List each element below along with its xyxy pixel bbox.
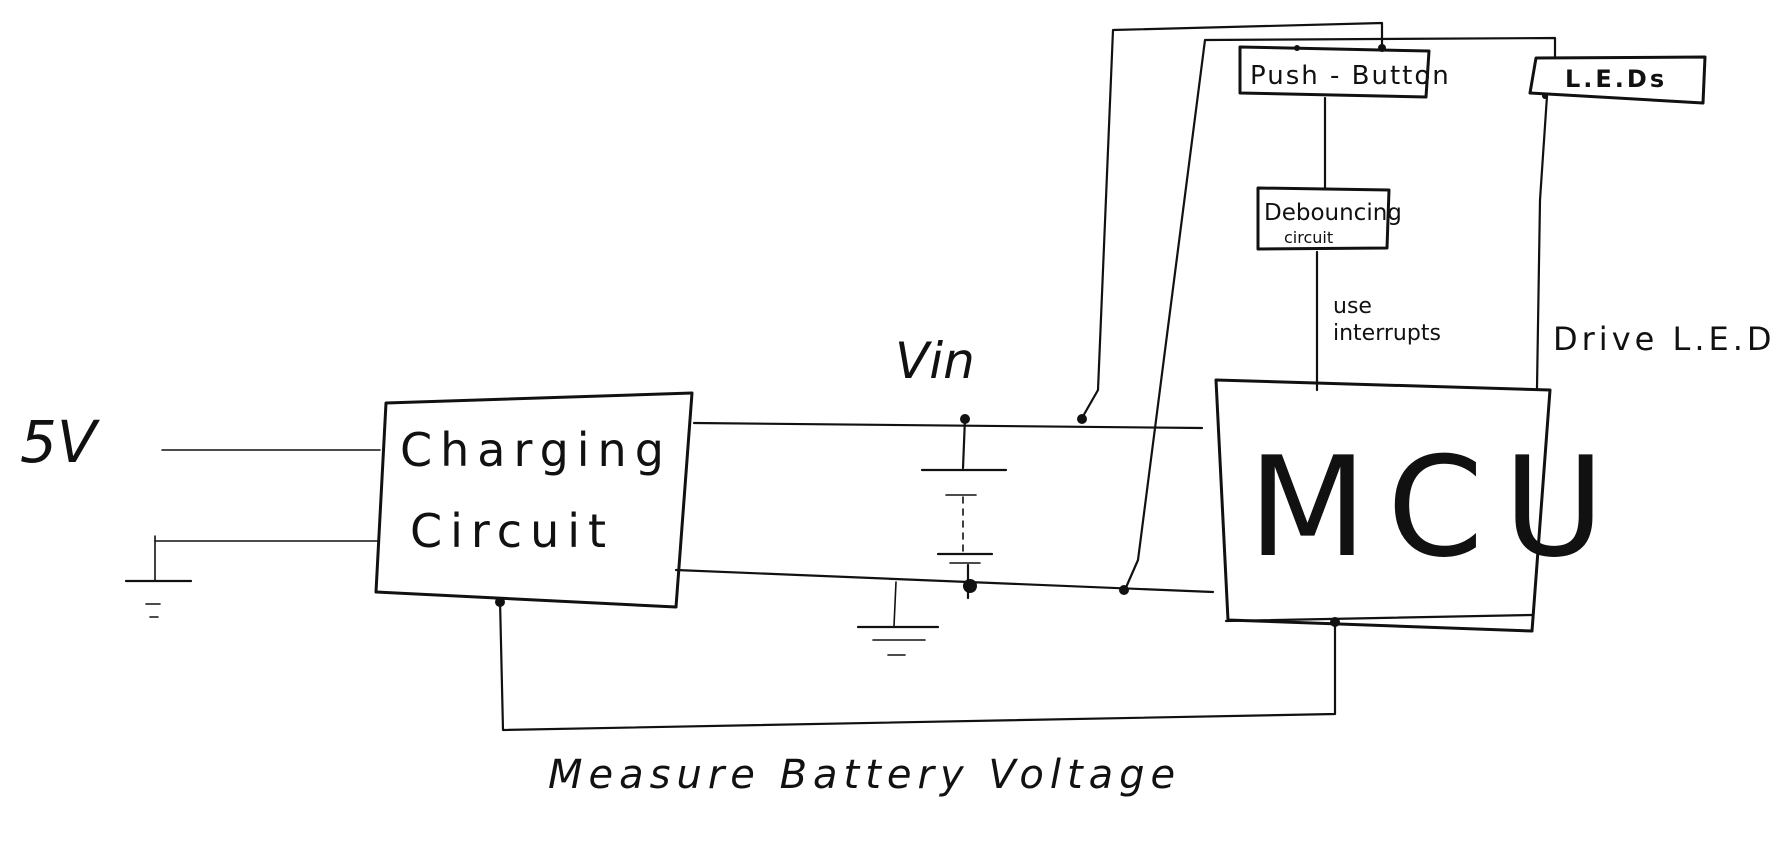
push-button-label: Push - Button — [1250, 61, 1451, 91]
debouncing-line2: circuit — [1284, 228, 1333, 247]
use-interrupts-line2: interrupts — [1333, 321, 1441, 346]
charging-circuit-line1: Charging — [400, 423, 672, 477]
wire-vin-to-pushbutton — [1080, 21, 1384, 420]
battery-symbol — [920, 416, 1008, 600]
drive-leds-label: Drive L.E.Ds — [1553, 320, 1775, 358]
debouncing-line1: Debouncing — [1264, 200, 1402, 226]
leds-label: L.E.Ds — [1565, 65, 1667, 93]
push-button-block: Push - Button — [1238, 45, 1451, 99]
measure-battery-label: Measure Battery Voltage — [548, 752, 1181, 798]
junction-dots — [495, 44, 1548, 627]
wire-measure-battery-loop — [498, 598, 1337, 732]
wire-gnd-to-pushbutton — [1122, 36, 1557, 594]
leds-block: L.E.Ds — [1528, 55, 1707, 105]
mcu-label: MCU — [1248, 427, 1624, 588]
ground-symbol-middle — [856, 581, 940, 656]
wire-mcu-to-leds — [1535, 94, 1549, 390]
input-5v-label: 5V — [20, 408, 101, 476]
mcu-block: MCU — [1214, 378, 1624, 633]
charging-circuit-line2: Circuit — [410, 504, 614, 558]
ground-symbol-left — [124, 535, 193, 618]
vin-label: Vin — [895, 332, 975, 390]
debouncing-circuit-block: Debouncing circuit — [1256, 186, 1402, 251]
wire-vin-rail — [692, 421, 1204, 430]
use-interrupts-line1: use — [1333, 294, 1372, 319]
charging-circuit-block: Charging Circuit — [374, 391, 694, 609]
